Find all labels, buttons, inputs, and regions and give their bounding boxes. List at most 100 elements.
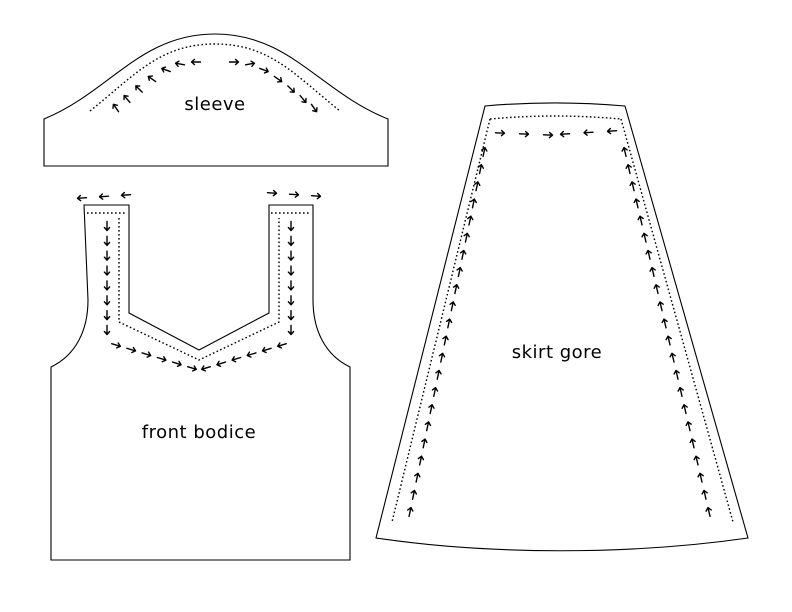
skirt-arrow (705, 506, 712, 518)
bodice-arrow (171, 360, 182, 368)
bodice-arrow (98, 193, 110, 200)
bodice-arrow (186, 365, 198, 372)
bodice-arrow (276, 342, 288, 349)
skirt-gore-staystitch-left (391, 118, 491, 523)
front-bodice-neckline-staystitch (118, 218, 280, 361)
front-bodice-piece: front bodice (50, 189, 351, 561)
skirt-gore-staystitch-top (489, 115, 622, 120)
bodice-arrow (287, 280, 295, 291)
sleeve-arrow (259, 67, 269, 74)
front-bodice-outline (50, 204, 351, 561)
bodice-arrow (126, 346, 137, 354)
bodice-arrow (287, 309, 295, 321)
skirt-arrow (665, 335, 672, 346)
sleeve-staystitch (89, 43, 341, 112)
bodice-arrow (288, 191, 300, 198)
skirt-arrow (428, 404, 435, 415)
bodice-arrow (287, 295, 295, 306)
bodice-arrow (231, 356, 242, 363)
bodice-arrow (103, 309, 111, 321)
sleeve-direction-arrows (112, 58, 318, 113)
skirt-arrow (481, 146, 488, 158)
sleeve-arrow (174, 60, 186, 68)
skirt-gore-piece: skirt gore (375, 102, 749, 552)
skirt-arrow (445, 318, 453, 329)
bodice-arrow (261, 346, 272, 354)
bodice-arrow (200, 365, 212, 372)
skirt-arrow (452, 284, 460, 295)
bodice-arrow (103, 295, 111, 306)
bodice-arrow (103, 280, 111, 291)
bodice-arrow (216, 360, 227, 368)
bodice-arrow (141, 351, 152, 358)
bodice-arrow (76, 194, 88, 202)
bodice-arrow (103, 235, 111, 247)
bodice-arrow (246, 351, 257, 358)
bodice-arrow (310, 192, 322, 200)
skirt-gore-direction-arrows (407, 127, 712, 518)
sleeve-arrow (112, 103, 120, 113)
bodice-arrow (103, 324, 111, 336)
skirt-arrow (442, 335, 449, 346)
skirt-arrow (669, 352, 676, 363)
skirt-arrow (677, 386, 684, 398)
skirt-arrow (435, 369, 442, 380)
skirt-arrow (424, 421, 432, 432)
sleeve-arrow (190, 58, 202, 66)
bodice-arrow (156, 356, 167, 363)
bodice-arrow (120, 191, 132, 199)
bodice-arrow (287, 265, 295, 276)
sleeve-arrow (123, 94, 131, 104)
skirt-arrow (685, 421, 692, 432)
skirt-arrow (629, 181, 636, 192)
skirt-arrow (583, 129, 594, 136)
skirt-arrow (542, 131, 554, 139)
skirt-arrow (438, 352, 446, 363)
sleeve-arrow (135, 85, 143, 93)
skirt-arrow (625, 164, 632, 175)
sleeve-arrow (273, 75, 283, 83)
skirt-arrow (407, 506, 414, 518)
bodice-arrow (287, 220, 295, 232)
skirt-arrow (417, 455, 425, 466)
skirt-arrow (410, 489, 418, 500)
skirt-arrow (693, 455, 700, 466)
skirt-arrow (414, 472, 421, 483)
skirt-arrow (649, 266, 656, 278)
skirt-arrow (477, 164, 485, 175)
skirt-arrow (657, 301, 664, 312)
skirt-arrow (645, 249, 652, 260)
skirt-arrow (701, 489, 708, 500)
sleeve-arrow (299, 94, 307, 104)
skirt-arrow (470, 198, 477, 209)
skirt-arrow (449, 301, 456, 312)
skirt-arrow (431, 386, 439, 398)
skirt-arrow (633, 198, 640, 209)
skirt-gore-label: skirt gore (512, 342, 603, 363)
bodice-arrow (103, 265, 111, 276)
skirt-arrow (421, 438, 428, 449)
sleeve-arrow (161, 66, 171, 73)
skirt-arrow (637, 215, 644, 226)
skirt-arrow (463, 232, 470, 243)
sleeve-arrow (287, 85, 295, 93)
skirt-arrow (697, 472, 704, 483)
bodice-arrow (103, 250, 111, 261)
sleeve-piece: sleeve (43, 33, 389, 167)
front-bodice-direction-arrows (76, 189, 322, 372)
skirt-arrow (474, 181, 481, 192)
sleeve-arrow (310, 103, 318, 113)
sleeve-arrow (244, 60, 256, 68)
sleeve-arrow (147, 75, 157, 83)
bodice-arrow (287, 324, 295, 336)
skirt-arrow (459, 249, 467, 260)
bodice-arrow (103, 220, 111, 232)
skirt-arrow (559, 130, 571, 138)
skirt-arrow (653, 284, 660, 295)
bodice-arrow (287, 235, 295, 247)
bodice-arrow (287, 250, 295, 261)
skirt-arrow (518, 130, 530, 138)
skirt-arrow (681, 404, 688, 415)
